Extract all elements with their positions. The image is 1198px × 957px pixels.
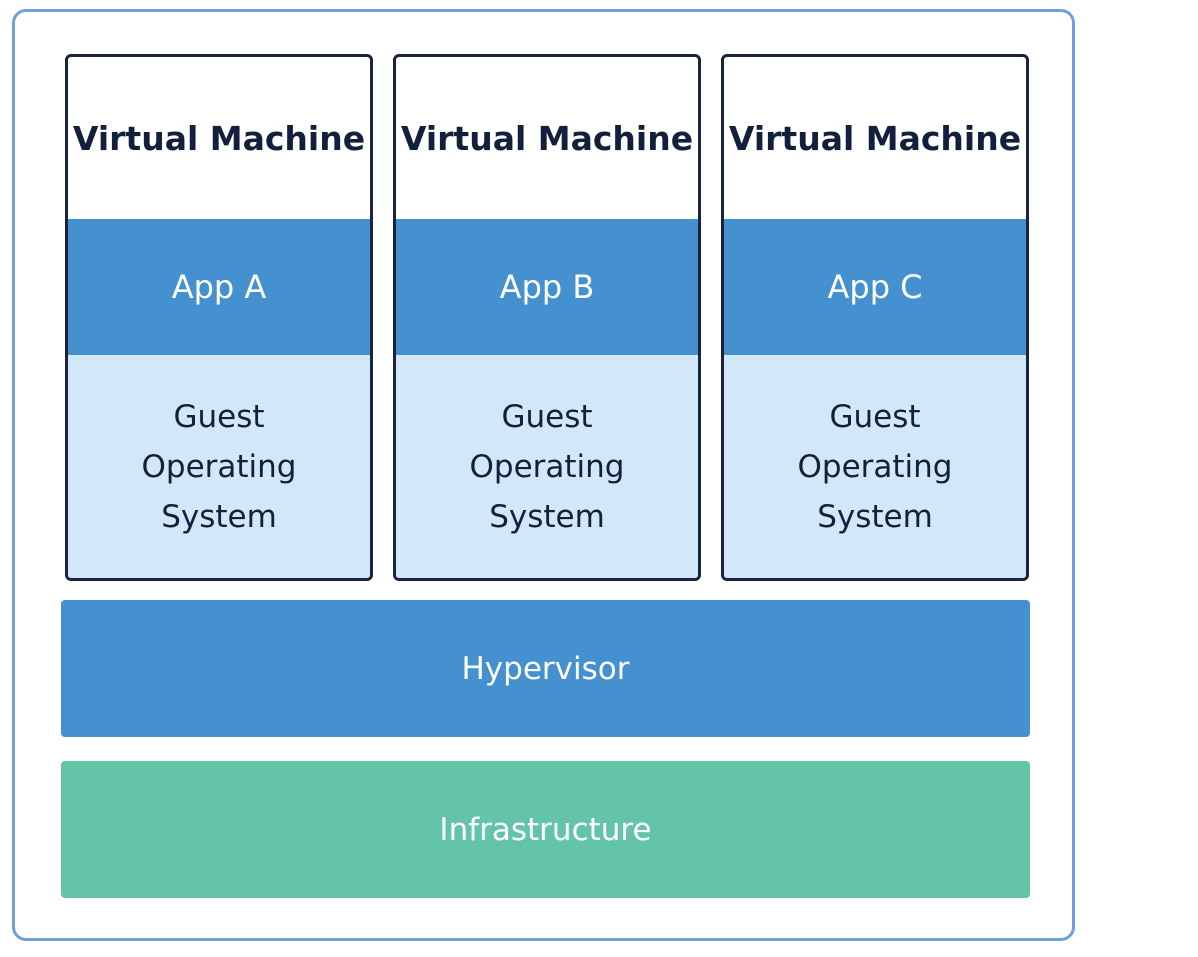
vm-title: Virtual Machine xyxy=(728,118,1022,158)
guest-os-block: Guest Operating System xyxy=(724,355,1026,578)
virtual-machine-a: Virtual Machine App A Guest Operating Sy… xyxy=(65,54,373,581)
guest-os-block: Guest Operating System xyxy=(396,355,698,578)
guest-os-label: Guest Operating System xyxy=(141,398,297,535)
guest-os-block: Guest Operating System xyxy=(68,355,370,578)
app-a-block: App A xyxy=(68,219,370,355)
app-b-block: App B xyxy=(396,219,698,355)
virtual-machine-c: Virtual Machine App C Guest Operating Sy… xyxy=(721,54,1029,581)
virtual-machine-b: Virtual Machine App B Guest Operating Sy… xyxy=(393,54,701,581)
guest-os-label: Guest Operating System xyxy=(797,398,953,535)
vm-title: Virtual Machine xyxy=(400,118,694,158)
app-c-block: App C xyxy=(724,219,1026,355)
guest-os-label: Guest Operating System xyxy=(469,398,625,535)
hypervisor-layer: Hypervisor xyxy=(61,600,1030,737)
vm-title: Virtual Machine xyxy=(72,118,366,158)
infrastructure-layer: Infrastructure xyxy=(61,761,1030,898)
